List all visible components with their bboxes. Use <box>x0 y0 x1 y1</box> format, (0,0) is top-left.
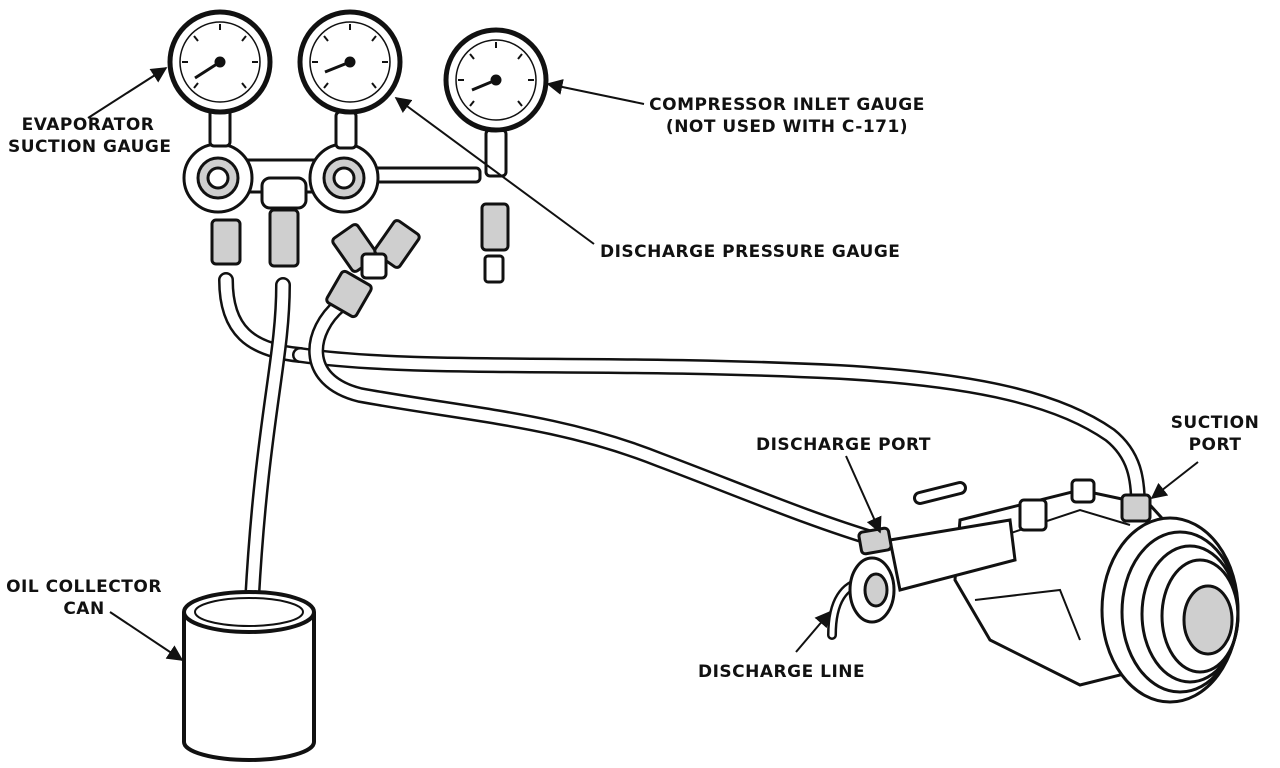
hoses <box>226 280 1138 635</box>
discharge-port-muffler <box>850 520 1015 622</box>
evaporator-fitting <box>212 220 240 264</box>
label-compressor-inlet-line1: COMPRESSOR INLET GAUGE <box>649 95 925 115</box>
label-suction-port-line2: PORT <box>1188 435 1242 455</box>
oil-collector-can <box>184 592 314 760</box>
label-discharge-pressure-gauge: DISCHARGE PRESSURE GAUGE <box>600 242 901 262</box>
label-compressor-inlet-line2: (NOT USED WITH C-171) <box>665 117 909 137</box>
label-discharge-port: DISCHARGE PORT <box>756 435 931 455</box>
leader-compressor-inlet <box>546 79 644 104</box>
oil-fitting <box>270 210 298 266</box>
compressor-inlet-fitting <box>482 204 508 250</box>
label-discharge-line: DISCHARGE LINE <box>698 662 866 682</box>
evaporator-suction-gauge <box>170 12 270 112</box>
suction-port-fitting <box>1122 495 1150 521</box>
manifold <box>184 108 508 318</box>
leader-discharge-line <box>796 610 832 652</box>
label-oil-collector-can: OIL COLLECTOR CAN <box>4 576 164 620</box>
leader-lines <box>88 67 1198 661</box>
evaporator-valve-handwheel <box>184 144 252 212</box>
label-evaporator-line2: SUCTION GAUGE <box>8 137 172 157</box>
leader-oil-collector <box>110 612 184 661</box>
label-oil-collector-line2: CAN <box>63 599 105 619</box>
label-compressor-inlet-gauge: COMPRESSOR INLET GAUGE (NOT USED WITH C-… <box>642 94 932 138</box>
compressor-inlet-cap <box>485 256 503 282</box>
compressor-inlet-gauge <box>446 30 546 130</box>
label-suction-port: SUCTION PORT <box>1160 412 1270 456</box>
label-suction-port-line1: SUCTION <box>1170 413 1260 433</box>
discharge-tee <box>325 219 420 318</box>
discharge-pressure-gauge <box>300 12 400 112</box>
leader-discharge-pressure <box>394 97 594 244</box>
label-evaporator-line1: EVAPORATOR <box>21 115 155 135</box>
leader-suction-port <box>1150 462 1198 499</box>
label-evaporator-suction-gauge: EVAPORATOR SUCTION GAUGE <box>8 114 172 158</box>
discharge-valve-handwheel <box>310 144 378 212</box>
compressor-pulley <box>1102 518 1238 702</box>
manifold-crossbar <box>370 168 480 182</box>
discharge-hose <box>316 305 878 540</box>
leader-evaporator <box>88 67 168 118</box>
label-oil-collector-line1: OIL COLLECTOR <box>6 577 162 597</box>
leader-discharge-port <box>846 456 882 534</box>
compressor <box>850 480 1238 702</box>
